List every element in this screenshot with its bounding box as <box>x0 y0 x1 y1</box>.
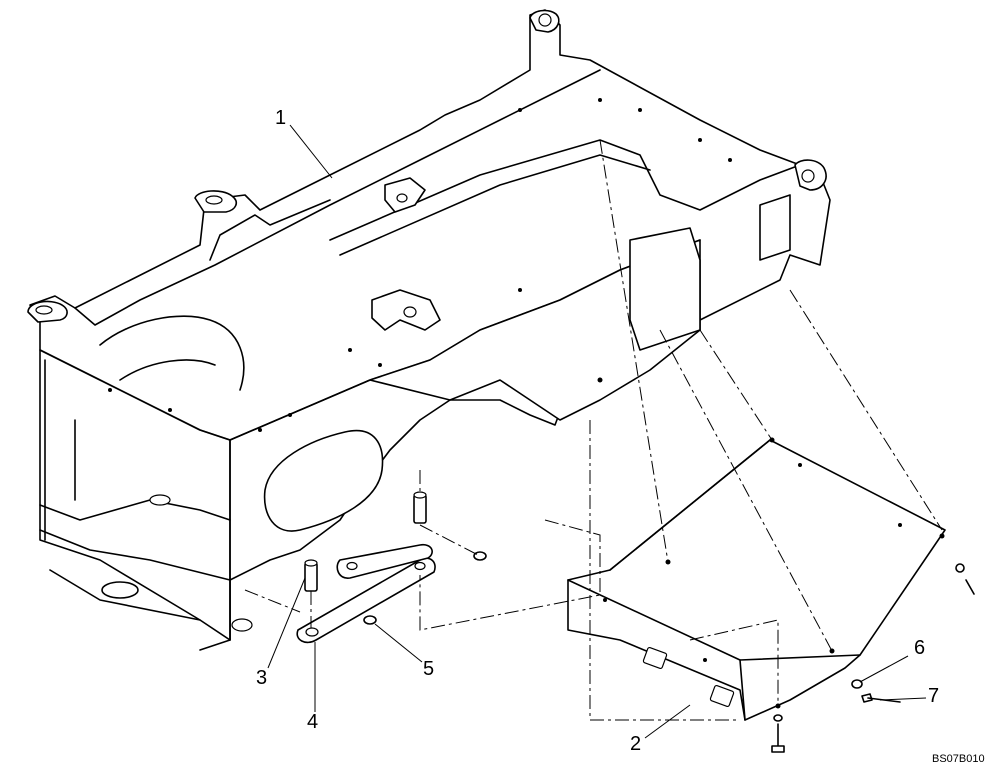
callout-1-label: 1 <box>275 107 287 129</box>
assembly-centerlines <box>244 139 943 721</box>
callout-4-label: 4 <box>307 711 319 733</box>
callout-7-label: 7 <box>928 685 940 707</box>
link-bar-part <box>296 543 436 644</box>
drawing-reference-code: BS07B010 <box>932 753 985 765</box>
callout-3-label: 3 <box>256 667 268 689</box>
callout-6-label: 6 <box>914 637 926 659</box>
skid-plate-part <box>567 437 946 721</box>
main-frame-part <box>27 9 831 651</box>
callout-2-label: 2 <box>630 733 642 755</box>
callout-5-label: 5 <box>423 658 435 680</box>
callout-leaders <box>267 124 927 739</box>
pin-part <box>304 491 427 592</box>
